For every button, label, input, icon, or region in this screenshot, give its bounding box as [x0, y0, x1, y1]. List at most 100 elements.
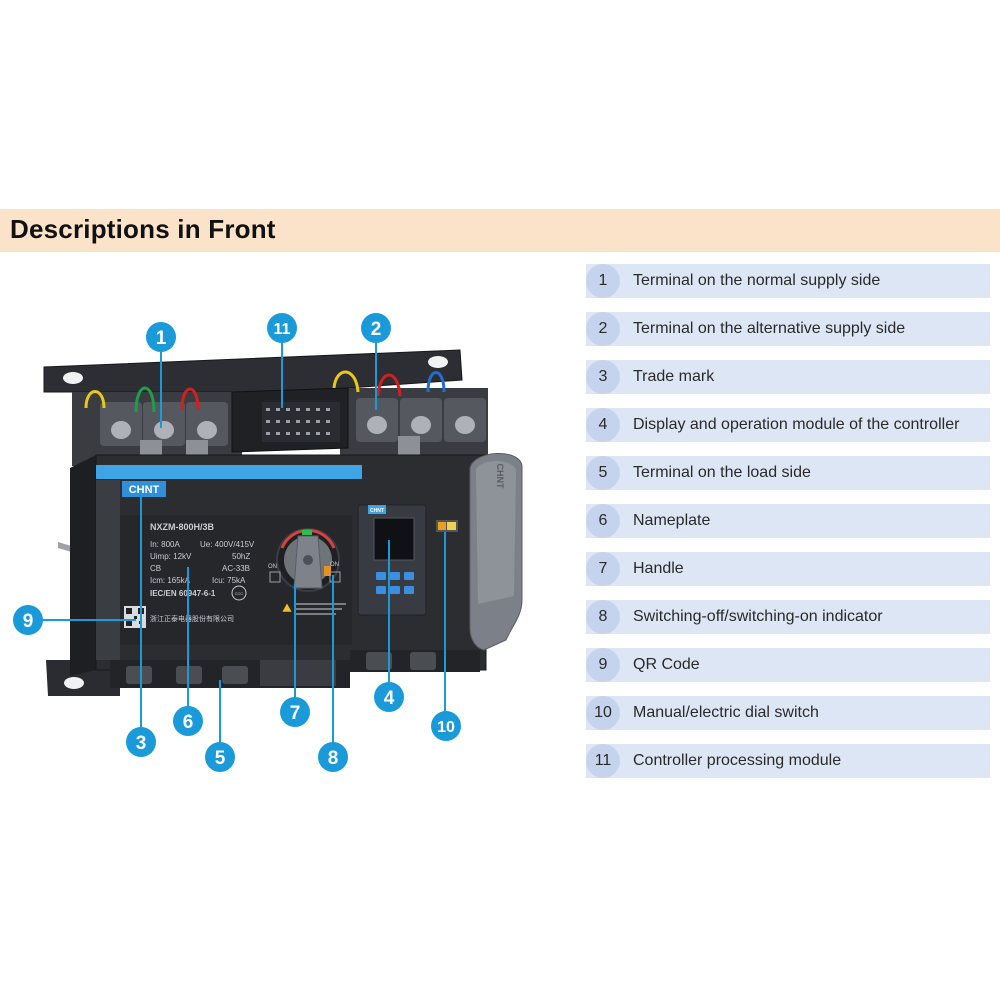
model-label: NXZM-800H/3B — [150, 522, 215, 532]
ccc-mark-text: CCC — [235, 591, 244, 596]
legend-number: 4 — [586, 408, 620, 442]
legend-number: 6 — [586, 504, 620, 538]
mounting-hole — [63, 372, 83, 384]
controller-processing-module — [231, 387, 349, 453]
legend-text: Terminal on the normal supply side — [633, 272, 881, 289]
nameplate-line: Icu: 75kA — [212, 576, 246, 585]
terminal-block-normal — [72, 392, 242, 466]
legend-text: Nameplate — [633, 512, 711, 529]
legend-text: Switching-off/switching-on indicator — [633, 608, 883, 625]
legend-number: 5 — [586, 456, 620, 490]
switch-on-indicator — [329, 571, 341, 583]
dial-on-right-label: ON — [330, 562, 339, 568]
legend-row: 7 Handle — [586, 552, 990, 586]
callout-7: 7 — [280, 697, 310, 727]
callout-8: 8 — [318, 742, 348, 772]
header-band — [0, 209, 1000, 252]
callout-label: 11 — [274, 321, 291, 338]
legend-text: Handle — [633, 560, 684, 577]
blue-trim — [96, 465, 362, 479]
callout-1: 1 — [146, 322, 176, 352]
controller-brand-text: CHNT — [370, 508, 384, 514]
brand-logo-text: CHNT — [129, 484, 160, 496]
switch-off-indicator — [269, 571, 281, 583]
legend-number: 9 — [586, 648, 620, 682]
nameplate-line: In: 800A — [150, 540, 180, 549]
legend-row: 8 Switching-off/switching-on indicator — [586, 600, 990, 634]
handle-brand-text: CHNT — [495, 464, 505, 489]
callout-label: 8 — [328, 748, 339, 769]
orange-indicator — [324, 566, 331, 576]
legend-row: 2 Terminal on the alternative supply side — [586, 312, 990, 346]
legend-text: Manual/electric dial switch — [633, 704, 819, 721]
callout-label: 1 — [156, 328, 167, 349]
control-wires — [84, 370, 446, 413]
legend-row: 10 Manual/electric dial switch — [586, 696, 990, 730]
handle: CHNT — [469, 453, 523, 651]
leader-lines — [40, 343, 446, 745]
callout-label: 5 — [215, 748, 226, 769]
terminal-block-alternative — [340, 388, 488, 462]
callout-5: 5 — [205, 742, 235, 772]
nameplate-line: Icm: 165kA — [150, 576, 191, 585]
controller-display-module: CHNT — [357, 504, 427, 616]
nameplate-line: CB — [150, 564, 161, 573]
legend-row: 5 Terminal on the load side — [586, 456, 990, 490]
mounting-hole — [428, 356, 448, 368]
callout-4: 4 — [374, 682, 404, 712]
callout-label: 9 — [23, 611, 34, 632]
controller-screen — [373, 517, 415, 561]
legend-text: QR Code — [633, 656, 700, 673]
nameplate: NXZM-800H/3B In: 800A Ue: 400V/415V Uimp… — [150, 522, 255, 623]
legend-number: 2 — [586, 312, 620, 346]
callout-label: 2 — [371, 319, 382, 340]
manual-electric-switch — [436, 520, 458, 532]
legend-text: Display and operation module of the cont… — [633, 416, 960, 433]
legend-text: Terminal on the alternative supply side — [633, 320, 906, 337]
mounting-hole — [64, 677, 84, 689]
dial-switch — [276, 528, 340, 592]
legend-number: 1 — [586, 264, 620, 298]
nameplate-line: 50hZ — [232, 552, 250, 561]
legend-row: 9 QR Code — [586, 648, 990, 682]
nameplate-line: Uimp: 12kV — [150, 552, 192, 561]
legend-number: 10 — [586, 696, 620, 730]
green-indicator — [302, 530, 312, 535]
nameplate-line: IEC/EN 60947-6-1 — [150, 589, 216, 598]
legend-number: 8 — [586, 600, 620, 634]
callout-2: 2 — [361, 313, 391, 343]
nameplate-line: AC-33B — [222, 564, 250, 573]
callout-label: 4 — [384, 688, 395, 709]
legend-number: 11 — [586, 744, 620, 778]
callout-label: 10 — [437, 719, 455, 736]
brand-logo: CHNT — [122, 481, 166, 497]
callout-9: 9 — [13, 605, 43, 635]
nameplate-line: Ue: 400V/415V — [200, 540, 255, 549]
callout-10: 10 — [431, 711, 461, 741]
legend-text: Terminal on the load side — [633, 464, 811, 481]
legend-row: 4 Display and operation module of the con… — [586, 408, 990, 442]
callout-6: 6 — [173, 706, 203, 736]
legend-text: Trade mark — [633, 368, 715, 385]
page-title: Descriptions in Front — [10, 214, 276, 244]
legend-number: 3 — [586, 360, 620, 394]
nameplate-maker: 浙江正泰电器股份有限公司 — [150, 614, 234, 623]
legend-number: 7 — [586, 552, 620, 586]
callout-label: 3 — [136, 733, 147, 754]
callout-3: 3 — [126, 727, 156, 757]
callout-label: 6 — [183, 712, 194, 733]
controller-buttons — [376, 572, 414, 594]
ccc-mark — [231, 585, 247, 601]
callout-11: 11 — [267, 313, 297, 343]
qr-code — [124, 606, 146, 628]
legend-row: 1 Terminal on the normal supply side — [586, 264, 990, 298]
callout-label: 7 — [290, 703, 301, 724]
legend-row: 3 Trade mark — [586, 360, 990, 394]
dial-on-left-label: ON — [268, 564, 277, 570]
legend-row: 11 Controller processing module — [586, 744, 990, 778]
warning-icon — [281, 602, 293, 613]
legend-row: 6 Nameplate — [586, 504, 990, 538]
legend-text: Controller processing module — [633, 752, 842, 769]
